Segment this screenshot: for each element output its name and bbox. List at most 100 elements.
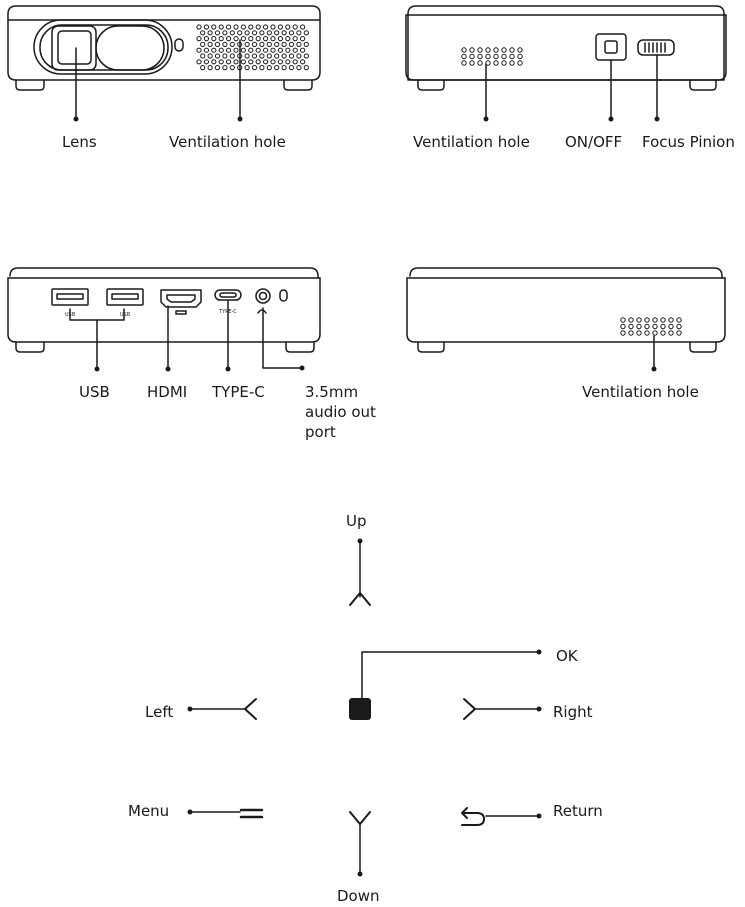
front-vent-hole bbox=[266, 41, 272, 48]
side-vent-hole bbox=[509, 53, 515, 60]
front-vent-hole bbox=[244, 53, 250, 59]
side-vent-hole bbox=[517, 53, 523, 60]
remote-return-label: Return bbox=[553, 802, 603, 820]
typec-port-caption: TYPE-C bbox=[218, 309, 237, 315]
front-vent-hole bbox=[296, 65, 302, 71]
front-vent-hole bbox=[196, 24, 202, 30]
front-vent-hole bbox=[292, 36, 298, 42]
side-vent-hole bbox=[501, 60, 507, 66]
front-vent-hole bbox=[222, 53, 228, 59]
front-vent-hole bbox=[300, 24, 306, 30]
front-vent-hole bbox=[281, 41, 287, 48]
side-vent-hole bbox=[485, 60, 491, 66]
side-vent-hole bbox=[477, 60, 483, 66]
front-vent-hole bbox=[292, 24, 298, 30]
front-vent-hole bbox=[274, 53, 280, 59]
front-vent-hole bbox=[255, 47, 261, 53]
front-vent-hole bbox=[240, 59, 246, 65]
leader-dots bbox=[73, 116, 660, 877]
remote-left-label: Left bbox=[145, 703, 174, 721]
front-vent-hole bbox=[200, 65, 206, 71]
front-vent-hole bbox=[300, 47, 306, 53]
front-vent-hole bbox=[277, 47, 283, 53]
front-vent-hole bbox=[214, 41, 221, 48]
front-vent-hole bbox=[263, 59, 269, 65]
front-vent-hole bbox=[288, 41, 295, 48]
audio-label-line-1: 3.5mm bbox=[305, 383, 359, 401]
front-vent-hole bbox=[296, 53, 302, 59]
front-vent-hole bbox=[303, 65, 309, 71]
other-side-vent-hole bbox=[636, 317, 642, 323]
front-vent-hole bbox=[263, 24, 269, 30]
front-vent-hole bbox=[274, 30, 280, 36]
remote-right-label: Right bbox=[553, 703, 593, 721]
other-side-view-projector bbox=[406, 267, 726, 369]
other-side-vent-hole bbox=[676, 330, 682, 336]
side-vent-holes bbox=[461, 47, 523, 66]
front-vent-hole bbox=[214, 65, 221, 71]
front-vent-hole bbox=[203, 36, 209, 42]
other-side-vent-hole bbox=[676, 317, 682, 323]
side-vent-hole bbox=[461, 47, 467, 53]
front-vent-hole bbox=[263, 36, 269, 42]
other-side-vent-hole bbox=[628, 330, 634, 336]
other-side-vent-hole bbox=[636, 330, 642, 336]
front-vent-hole bbox=[233, 36, 239, 42]
other-side-vent-hole bbox=[636, 323, 642, 330]
other-side-vent-hole bbox=[660, 323, 666, 330]
front-vent-hole bbox=[281, 30, 287, 36]
other-side-vent-hole bbox=[660, 317, 666, 323]
remote-menu-icon bbox=[189, 808, 264, 819]
front-vent-hole bbox=[285, 24, 291, 30]
front-vent-hole bbox=[251, 30, 258, 36]
front-vent-hole bbox=[281, 53, 287, 59]
front-vent-hole bbox=[277, 36, 283, 42]
audio-port-label: 3.5mm audio out port bbox=[305, 382, 376, 442]
remote-menu-label: Menu bbox=[128, 802, 170, 820]
front-vent-hole bbox=[218, 59, 224, 65]
front-vent-hole bbox=[296, 41, 302, 48]
front-vent-hole bbox=[207, 53, 213, 59]
front-vent-hole bbox=[251, 41, 258, 48]
front-vent-hole bbox=[270, 59, 276, 65]
front-vent-hole bbox=[207, 41, 213, 48]
front-vent-hole bbox=[222, 41, 228, 48]
side-vent-hole bbox=[517, 47, 523, 53]
front-vent-hole bbox=[222, 65, 228, 71]
front-vent-hole bbox=[274, 65, 280, 71]
front-vent-hole bbox=[226, 59, 232, 65]
other-side-vent-hole bbox=[644, 317, 650, 323]
power-label: ON/OFF bbox=[565, 133, 623, 151]
side-vent-hole bbox=[493, 53, 499, 60]
front-vent-hole bbox=[255, 24, 261, 30]
front-vent-hole bbox=[229, 30, 235, 36]
remote-down-label: Down bbox=[337, 887, 380, 905]
front-vent-hole bbox=[266, 65, 272, 71]
front-vent-hole bbox=[248, 24, 254, 30]
usb-port-caption-1: USB bbox=[65, 312, 76, 318]
typec-label: TYPE-C bbox=[212, 383, 265, 401]
front-vent-hole bbox=[248, 59, 254, 65]
front-vent-hole bbox=[266, 53, 272, 59]
front-vent-hole bbox=[233, 24, 239, 30]
other-side-vent-hole bbox=[660, 330, 666, 336]
front-vent-hole bbox=[211, 24, 217, 30]
front-vent-hole bbox=[211, 59, 217, 65]
side-vent-hole bbox=[517, 60, 523, 66]
front-vent-hole bbox=[288, 30, 295, 36]
front-vent-hole bbox=[303, 53, 309, 59]
focus-pinion-label: Focus Pinion bbox=[642, 133, 735, 151]
front-vent-hole bbox=[211, 36, 217, 42]
front-vent-hole bbox=[222, 30, 228, 36]
lens-label: Lens bbox=[62, 133, 97, 151]
front-vent-hole bbox=[244, 41, 250, 48]
front-vent-hole bbox=[300, 36, 306, 42]
front-vent-hole bbox=[251, 65, 258, 71]
front-vent-hole bbox=[296, 30, 302, 36]
other-side-vent-hole bbox=[668, 323, 674, 330]
other-side-vent-hole bbox=[652, 317, 658, 323]
front-vent-hole bbox=[226, 36, 232, 42]
front-vent-hole bbox=[277, 59, 283, 65]
front-vent-hole bbox=[196, 47, 202, 53]
